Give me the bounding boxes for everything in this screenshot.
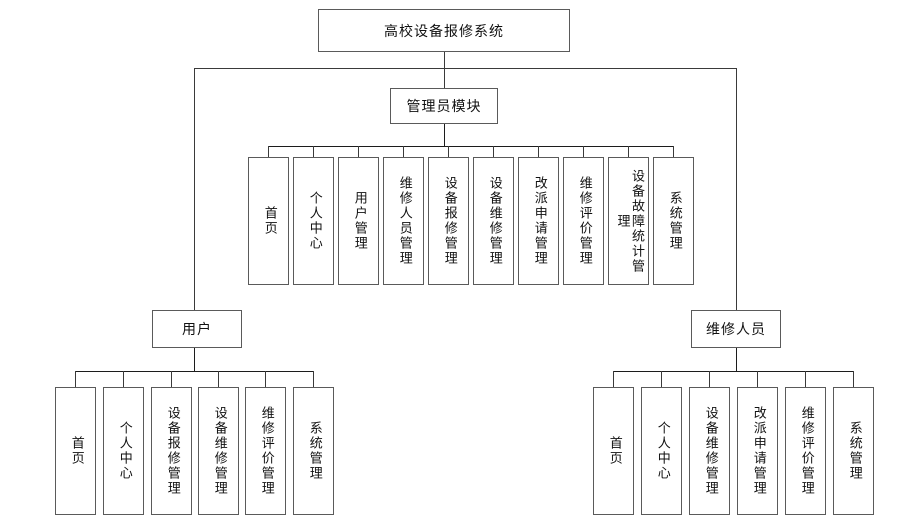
leaf-admin-5[interactable]: 设备报修管理 bbox=[428, 157, 469, 285]
leaf-admin-2-label: 个人中心 bbox=[306, 191, 322, 251]
branch-node-repairman[interactable]: 维修人员 bbox=[691, 310, 781, 348]
leaf-admin-10[interactable]: 系统管理 bbox=[653, 157, 694, 285]
connector-user-riser-2 bbox=[123, 371, 124, 387]
leaf-admin-1[interactable]: 首页 bbox=[248, 157, 289, 285]
leaf-admin-9[interactable]: 设备故障统计管理 bbox=[608, 157, 649, 285]
leaf-repairman-3-label: 设备维修管理 bbox=[702, 406, 718, 496]
connector-user-stem bbox=[194, 348, 195, 371]
leaf-repairman-2-label: 个人中心 bbox=[654, 421, 670, 481]
connector-admin-riser-2 bbox=[313, 146, 314, 157]
leaf-admin-9-label: 设备故障统计管理 bbox=[614, 168, 645, 274]
branch-node-user[interactable]: 用户 bbox=[152, 310, 242, 348]
connector-repairman-riser-6 bbox=[853, 371, 854, 387]
connector-repairman-riser-3 bbox=[709, 371, 710, 387]
leaf-admin-1-label: 首页 bbox=[261, 206, 277, 236]
connector-admin-riser-6 bbox=[493, 146, 494, 157]
connector-user-bus bbox=[75, 371, 313, 372]
connector-repairman-riser-2 bbox=[661, 371, 662, 387]
leaf-repairman-1[interactable]: 首页 bbox=[593, 387, 634, 515]
connector-drop-repairman bbox=[736, 68, 737, 310]
leaf-admin-10-label: 系统管理 bbox=[666, 191, 682, 251]
leaf-repairman-4-label: 改派申请管理 bbox=[750, 406, 766, 496]
connector-repairman-riser-4 bbox=[757, 371, 758, 387]
connector-repairman-bus bbox=[613, 371, 853, 372]
leaf-admin-3-label: 用户管理 bbox=[351, 191, 367, 251]
connector-repairman-riser-1 bbox=[613, 371, 614, 387]
branch-node-admin[interactable]: 管理员模块 bbox=[390, 88, 498, 124]
connector-admin-riser-7 bbox=[538, 146, 539, 157]
leaf-admin-6-label: 设备维修管理 bbox=[486, 176, 502, 266]
leaf-admin-7[interactable]: 改派申请管理 bbox=[518, 157, 559, 285]
connector-repairman-stem bbox=[736, 348, 737, 371]
connector-user-riser-5 bbox=[265, 371, 266, 387]
branch-node-user-label: 用户 bbox=[182, 322, 212, 338]
connector-user-riser-6 bbox=[313, 371, 314, 387]
connector-top-bus bbox=[194, 68, 736, 69]
root-node-label: 高校设备报修系统 bbox=[384, 23, 504, 40]
leaf-repairman-2[interactable]: 个人中心 bbox=[641, 387, 682, 515]
leaf-repairman-6-label: 系统管理 bbox=[846, 421, 862, 481]
leaf-user-6[interactable]: 系统管理 bbox=[293, 387, 334, 515]
connector-admin-riser-9 bbox=[628, 146, 629, 157]
connector-admin-stem bbox=[444, 124, 445, 146]
connector-admin-riser-4 bbox=[403, 146, 404, 157]
branch-node-admin-label: 管理员模块 bbox=[406, 99, 482, 115]
leaf-repairman-6[interactable]: 系统管理 bbox=[833, 387, 874, 515]
leaf-user-1-label: 首页 bbox=[68, 436, 84, 466]
connector-admin-riser-1 bbox=[268, 146, 269, 157]
leaf-repairman-5[interactable]: 维修评价管理 bbox=[785, 387, 826, 515]
leaf-user-4-label: 设备维修管理 bbox=[211, 406, 227, 496]
leaf-user-2[interactable]: 个人中心 bbox=[103, 387, 144, 515]
leaf-admin-4-label: 维修人员管理 bbox=[396, 176, 412, 266]
leaf-user-1[interactable]: 首页 bbox=[55, 387, 96, 515]
leaf-admin-8[interactable]: 维修评价管理 bbox=[563, 157, 604, 285]
connector-user-riser-3 bbox=[171, 371, 172, 387]
connector-admin-bus bbox=[268, 146, 673, 147]
connector-user-riser-1 bbox=[75, 371, 76, 387]
leaf-user-2-label: 个人中心 bbox=[116, 421, 132, 481]
root-node-system-title[interactable]: 高校设备报修系统 bbox=[318, 9, 570, 52]
leaf-repairman-3[interactable]: 设备维修管理 bbox=[689, 387, 730, 515]
connector-admin-riser-10 bbox=[673, 146, 674, 157]
leaf-user-3[interactable]: 设备报修管理 bbox=[151, 387, 192, 515]
connector-admin-riser-8 bbox=[583, 146, 584, 157]
leaf-user-6-label: 系统管理 bbox=[306, 421, 322, 481]
leaf-admin-8-label: 维修评价管理 bbox=[576, 176, 592, 266]
connector-repairman-riser-5 bbox=[805, 371, 806, 387]
leaf-user-3-label: 设备报修管理 bbox=[164, 406, 180, 496]
leaf-admin-7-label: 改派申请管理 bbox=[531, 176, 547, 266]
connector-drop-admin bbox=[444, 68, 445, 88]
leaf-repairman-5-label: 维修评价管理 bbox=[798, 406, 814, 496]
connector-drop-user bbox=[194, 68, 195, 310]
leaf-admin-4[interactable]: 维修人员管理 bbox=[383, 157, 424, 285]
connector-admin-riser-3 bbox=[358, 146, 359, 157]
connector-admin-riser-5 bbox=[448, 146, 449, 157]
leaf-admin-6[interactable]: 设备维修管理 bbox=[473, 157, 514, 285]
connector-root-stem bbox=[444, 52, 445, 68]
leaf-user-5[interactable]: 维修评价管理 bbox=[245, 387, 286, 515]
leaf-admin-2[interactable]: 个人中心 bbox=[293, 157, 334, 285]
leaf-admin-3[interactable]: 用户管理 bbox=[338, 157, 379, 285]
connector-user-riser-4 bbox=[218, 371, 219, 387]
leaf-repairman-4[interactable]: 改派申请管理 bbox=[737, 387, 778, 515]
branch-node-repairman-label: 维修人员 bbox=[706, 322, 766, 338]
leaf-user-5-label: 维修评价管理 bbox=[258, 406, 274, 496]
leaf-admin-5-label: 设备报修管理 bbox=[441, 176, 457, 266]
leaf-user-4[interactable]: 设备维修管理 bbox=[198, 387, 239, 515]
leaf-repairman-1-label: 首页 bbox=[606, 436, 622, 466]
